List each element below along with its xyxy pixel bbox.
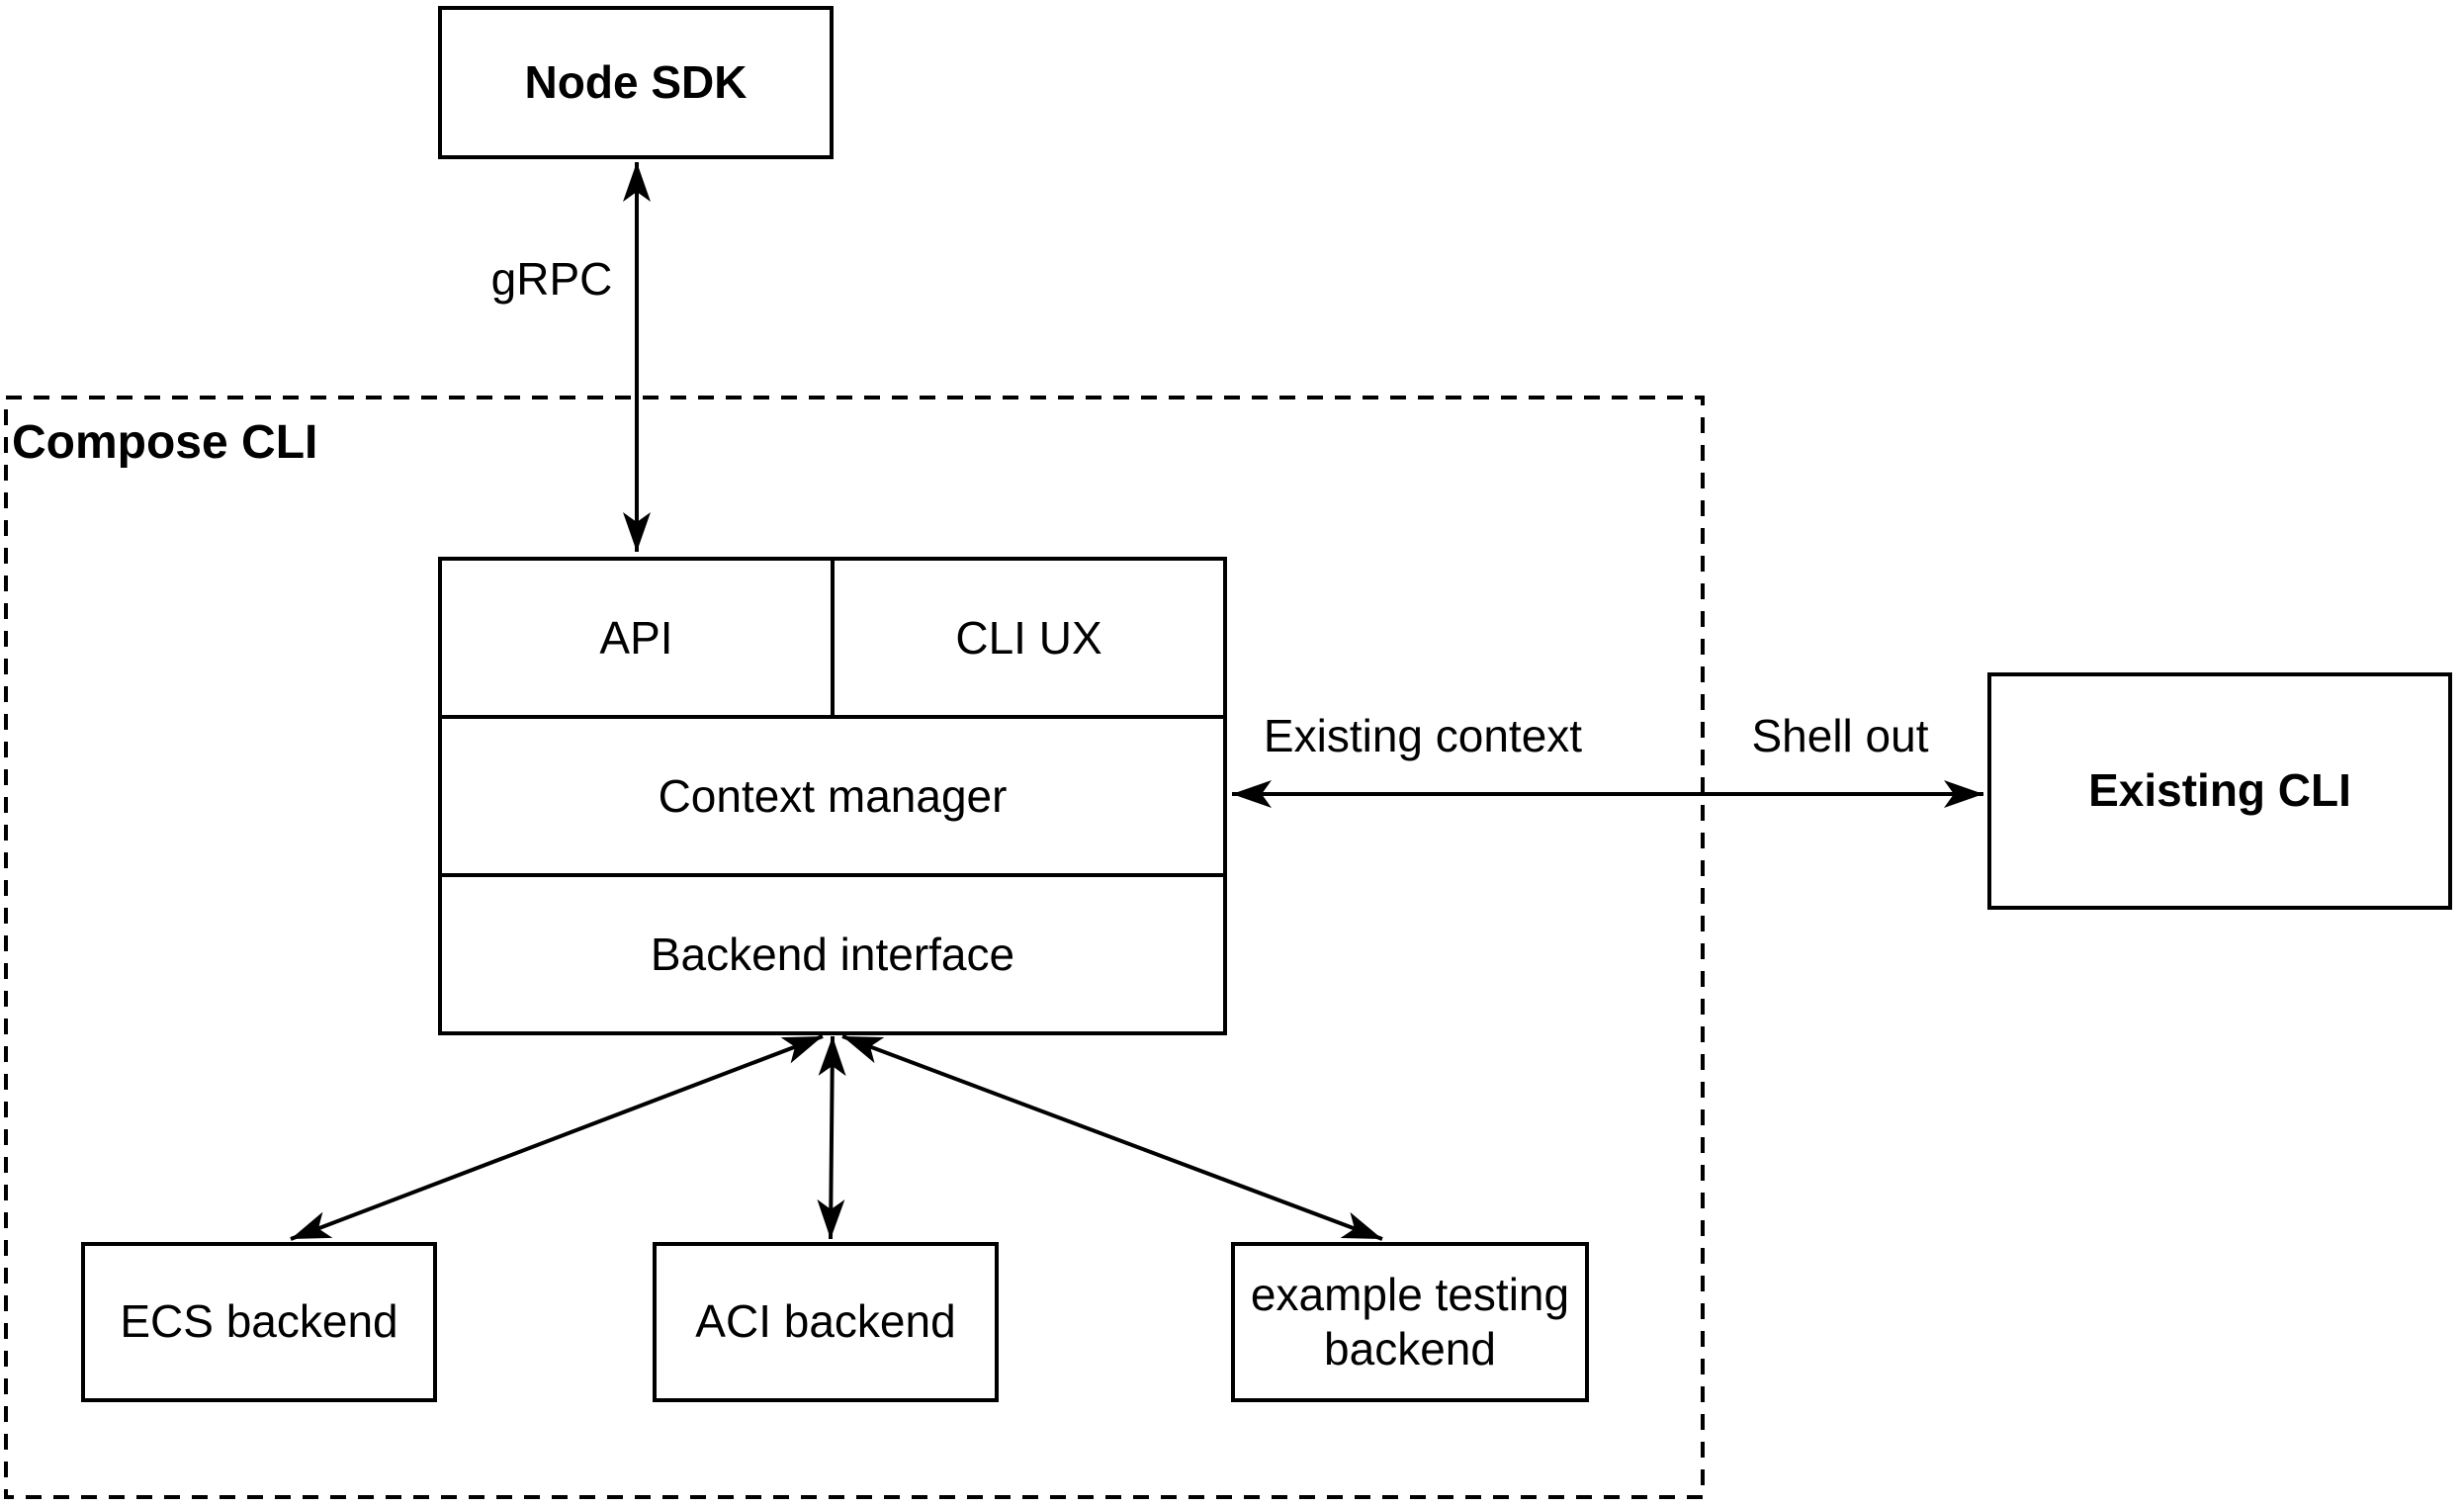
- compose-cli-dashed-border: [4, 396, 1705, 1499]
- compose-cli-core-box: API CLI UX Context manager Backend inter…: [438, 557, 1227, 1035]
- cli-ux-label: CLI UX: [955, 612, 1102, 664]
- existing-context-edge-label: Existing context: [1263, 710, 1583, 761]
- api-cliux-row: API CLI UX: [442, 561, 1223, 715]
- aci-backend-box: ACI backend: [653, 1242, 999, 1402]
- backend-interface-cell: Backend interface: [442, 877, 1223, 1031]
- cli-ux-cell: CLI UX: [835, 561, 1223, 715]
- api-label: API: [599, 612, 673, 664]
- example-testing-backend-label: example testing backend: [1250, 1268, 1570, 1374]
- aci-backend-label: ACI backend: [695, 1295, 956, 1348]
- backend-interface-label: Backend interface: [650, 929, 1015, 980]
- example-testing-backend-box: example testing backend: [1231, 1242, 1589, 1402]
- backend-to-ecs-arrow: [290, 1034, 824, 1241]
- backend-to-aci-arrow: [817, 1035, 846, 1240]
- context-manager-label: Context manager: [658, 770, 1008, 822]
- existing-cli-box: Existing CLI: [1987, 672, 2452, 910]
- ecs-backend-label: ECS backend: [120, 1295, 398, 1348]
- compose-cli-container-label: Compose CLI: [12, 416, 318, 469]
- backend-interface-row: Backend interface: [442, 873, 1223, 1031]
- existing-cli-label: Existing CLI: [2088, 764, 2351, 817]
- api-cell: API: [442, 561, 835, 715]
- shell-out-edge-label: Shell out: [1751, 710, 1929, 761]
- context-manager-row: Context manager: [442, 715, 1223, 873]
- node-sdk-box: Node SDK: [438, 6, 834, 159]
- ecs-backend-box: ECS backend: [81, 1242, 437, 1402]
- backend-to-example-arrow: [841, 1034, 1383, 1241]
- node-sdk-label: Node SDK: [524, 55, 748, 108]
- grpc-edge-label: gRPC: [490, 253, 613, 305]
- context-manager-cell: Context manager: [442, 719, 1223, 873]
